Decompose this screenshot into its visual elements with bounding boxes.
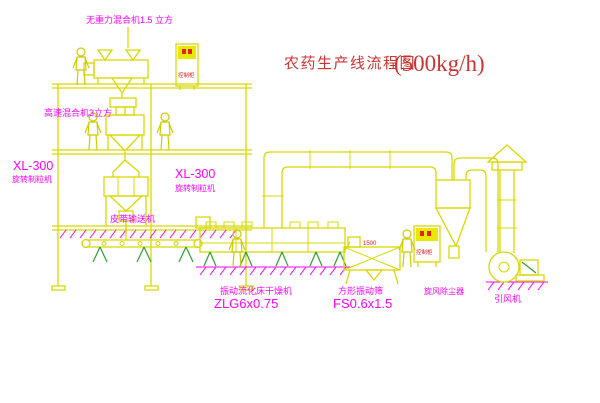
label-sieve-name: 方形振动筛 [338,285,383,296]
cyclone-separator [434,179,471,259]
label-dryer-name: 振动流化床干燥机 [220,285,292,296]
control-cabinet-1: 控制柜 [175,43,199,90]
label-belt-conveyor: 皮带输送机 [110,213,155,224]
granulator [103,176,149,240]
exhaust-duct [262,150,453,228]
worker-figure [398,229,416,268]
label-cyclone: 旋风除尘器 [424,286,464,296]
vibrating-sieve [343,236,401,285]
exhaust-stack [486,144,528,253]
control-cabinet-2-label: 控制柜 [416,248,433,256]
control-cabinet-2: 控制柜 [413,225,441,267]
label-granulator-left-model: XL-300 [13,159,53,173]
high-speed-mixer [105,106,145,152]
label-granulator-left-name: 旋转制粒机 [12,174,52,184]
label-granulator-right-name: 旋转制粒机 [175,183,215,193]
label-dryer-model: ZLG6x0.75 [214,296,278,311]
control-cabinet-1-label: 控制柜 [178,71,195,79]
label-granulator-right-model: XL-300 [175,167,215,181]
induced-draft-fan [488,251,545,283]
page-title: 农药生产线流程图 [284,55,416,72]
label-sieve-model: FS0.6x1.5 [333,296,392,311]
label-high-speed-mixer: 高速混合机3立方 [44,107,112,118]
gravity-mixer [83,27,149,108]
belt-conveyor [81,238,203,263]
workers [72,47,416,268]
building-structure [51,83,254,291]
label-gravity-mixer: 无重力混合机1.5 立方 [86,14,173,25]
fluid-bed-dryer [195,216,351,267]
worker-figure [72,47,90,86]
outlet-duct [453,157,499,252]
label-fan: 引风机 [494,293,521,304]
label-sieve-dimension: 1500 [363,241,377,247]
worker-figure [84,112,102,151]
ground-hatch [59,229,548,291]
feed-y-pipe [112,152,140,177]
worker-figure [156,112,174,151]
page-title-capacity: (500kg/h) [394,51,485,76]
